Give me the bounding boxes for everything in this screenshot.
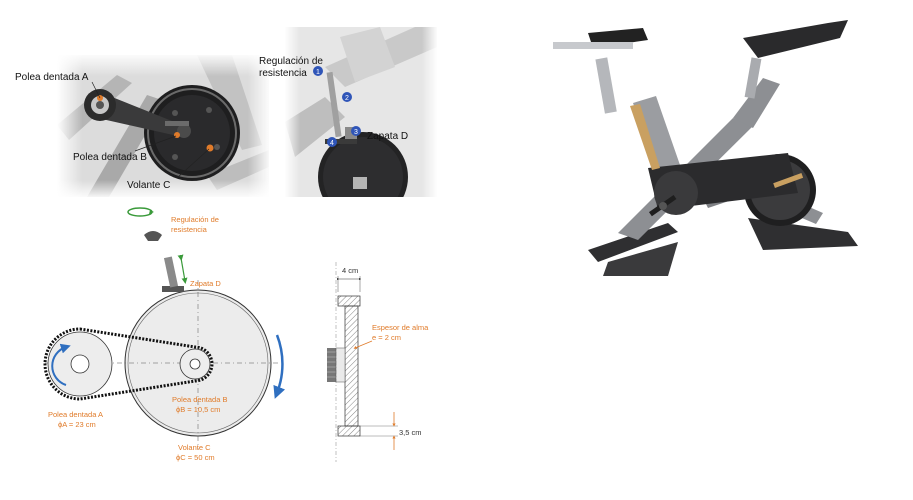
flywheel-cross-section bbox=[327, 262, 398, 462]
label-resistance-line1: Regulación de bbox=[259, 56, 323, 67]
section-web-label-line1: Espesor de alma bbox=[372, 323, 429, 332]
photo-resistance-detail: 1 2 3 4 bbox=[285, 27, 437, 197]
drive-detail-illustration bbox=[57, 55, 269, 197]
section-flange-dim: 3,5 cm bbox=[399, 428, 422, 437]
schematic-dim-pulley-b: ϕB = 10,5 cm bbox=[176, 405, 221, 414]
schematic-label-flywheel: Volante C bbox=[178, 443, 211, 452]
schematic-label-resistance-line2: resistencia bbox=[171, 225, 207, 234]
schematic-dim-pulley-a: ϕA = 23 cm bbox=[58, 420, 96, 429]
schematic-label-resistance-line1: Regulación de bbox=[171, 215, 219, 224]
resistance-detail-illustration: 1 2 3 4 bbox=[285, 27, 437, 197]
section-width-dim: 4 cm bbox=[342, 266, 359, 275]
label-pulley-a: Polea dentada A bbox=[15, 72, 89, 83]
label-pad-d-photo: Zapata D bbox=[367, 131, 409, 142]
label-flywheel-c: Volante C bbox=[127, 180, 171, 191]
drive-schematic bbox=[43, 207, 286, 450]
label-resistance-line2: resistencia bbox=[259, 68, 307, 79]
photo-drive-detail bbox=[57, 55, 269, 197]
label-pulley-b: Polea dentada B bbox=[73, 152, 147, 163]
schematic-label-pulley-b: Polea dentada B bbox=[172, 395, 228, 404]
schematic-label-pad-d: Zapata D bbox=[190, 279, 221, 288]
schematic-label-pulley-a: Polea dentada A bbox=[48, 410, 104, 419]
spin-bike-illustration bbox=[553, 20, 858, 276]
section-web-label-line2: e = 2 cm bbox=[372, 333, 401, 342]
schematic-dim-flywheel: ϕC = 50 cm bbox=[176, 453, 215, 462]
